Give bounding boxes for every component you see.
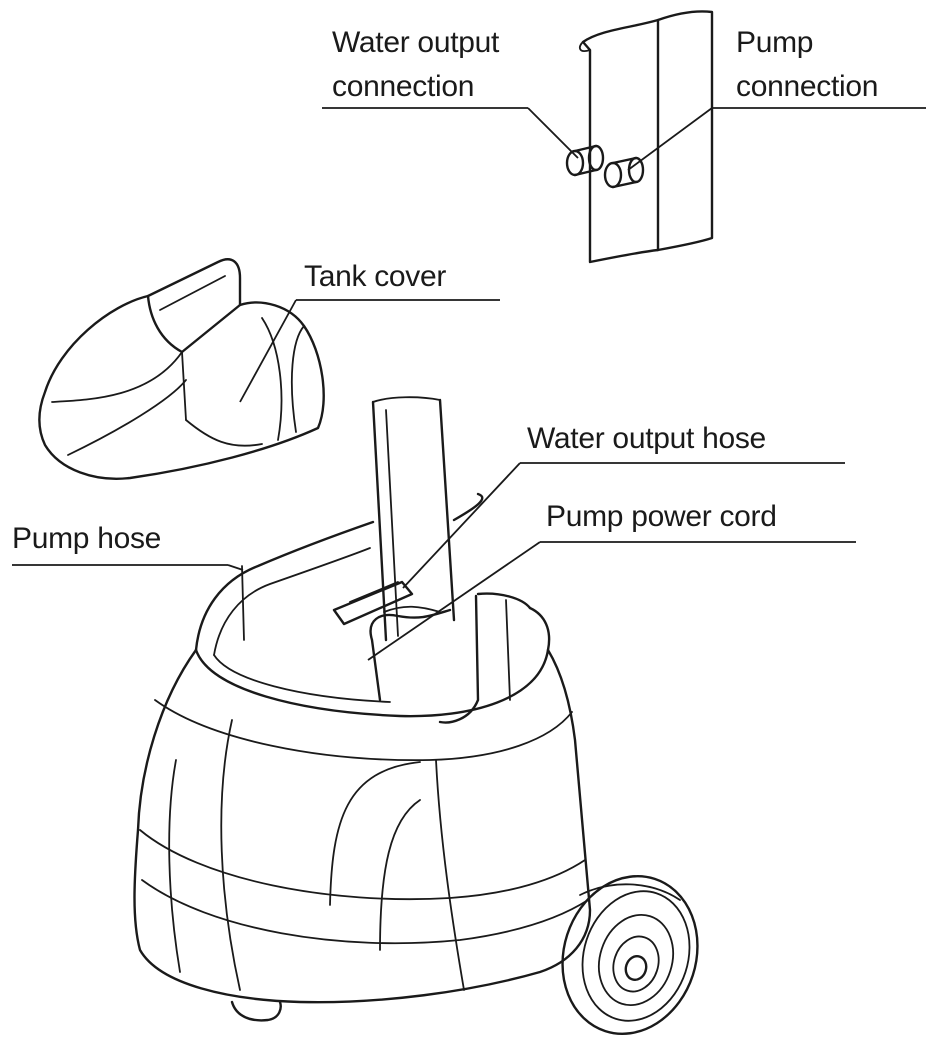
tank-front-rim bbox=[194, 606, 551, 718]
wheel-hub bbox=[624, 954, 648, 982]
label-pump-connection-line2: connection bbox=[736, 70, 879, 103]
tank-foot bbox=[230, 1000, 282, 1022]
wheel-outer bbox=[561, 875, 699, 1035]
label-pump-connection-line1: Pump bbox=[736, 26, 814, 59]
tank-back-rim bbox=[194, 520, 375, 652]
water-output-connector bbox=[565, 144, 605, 177]
connection-bracket-detail bbox=[565, 10, 714, 264]
pump-hose-line bbox=[241, 565, 245, 641]
label-water-output-connection-line1: Water output bbox=[332, 26, 500, 59]
pump-power-cord-loop bbox=[369, 608, 452, 702]
bracket-left-panel bbox=[581, 18, 660, 264]
handle-post bbox=[371, 398, 456, 642]
tank-cover-drawing bbox=[38, 258, 325, 480]
label-water-output-connection-line2: connection bbox=[332, 70, 475, 103]
bracket-fold-curl bbox=[578, 41, 591, 52]
tank-outer-body bbox=[133, 648, 592, 1004]
label-water-output-hose: Water output hose bbox=[527, 422, 766, 455]
tank-cover-shell bbox=[38, 258, 325, 480]
tank-body-drawing bbox=[133, 396, 592, 1022]
tank-cover-handle bbox=[146, 294, 242, 354]
leader-lines bbox=[12, 107, 926, 661]
label-pump-hose: Pump hose bbox=[12, 522, 162, 555]
wheel-drawing bbox=[561, 875, 699, 1035]
water-output-hose-end bbox=[332, 580, 414, 626]
label-tank-cover: Tank cover bbox=[304, 260, 447, 293]
bracket-right-panel bbox=[656, 10, 714, 252]
label-pump-power-cord: Pump power cord bbox=[546, 500, 777, 533]
